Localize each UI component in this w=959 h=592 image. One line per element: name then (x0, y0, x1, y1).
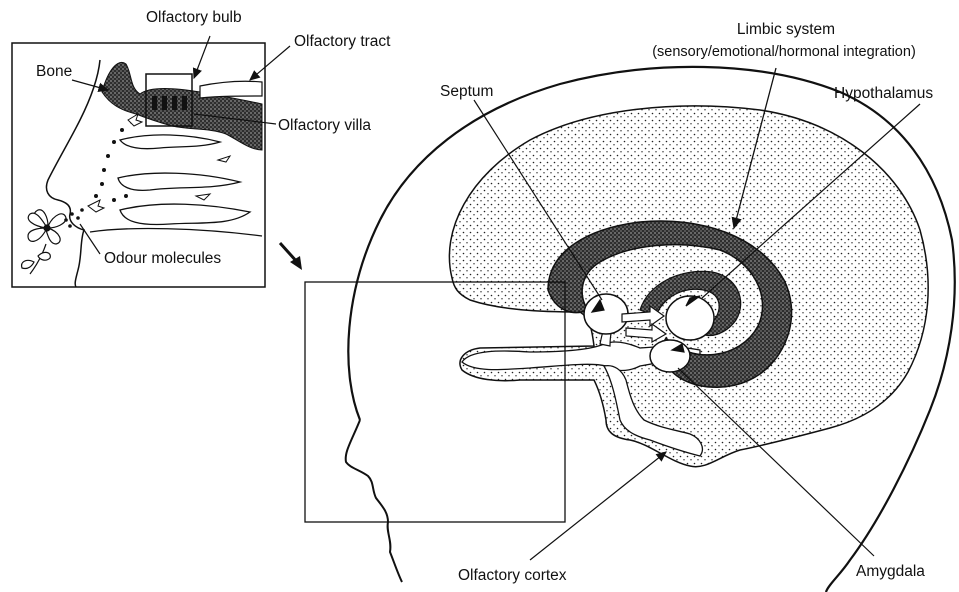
label-olfactory-cortex: Olfactory cortex (458, 567, 567, 584)
label-septum: Septum (440, 83, 493, 100)
label-bone: Bone (36, 63, 72, 80)
head-illustration (305, 67, 955, 592)
zoom-arrow (280, 243, 302, 270)
olfactory-cortex-leader (530, 452, 666, 560)
olfactory-tract-shape (200, 81, 262, 98)
label-amygdala: Amygdala (856, 563, 925, 580)
label-limbic-system: Limbic system (737, 21, 835, 38)
label-olfactory-tract: Olfactory tract (294, 33, 391, 50)
face-profile (346, 420, 402, 582)
zoom-region-box (305, 282, 565, 522)
label-limbic-system-subtitle: (sensory/emotional/hormonal integration) (652, 44, 916, 60)
label-odour-molecules: Odour molecules (104, 250, 221, 267)
label-olfactory-villa: Olfactory villa (278, 117, 371, 134)
amygdala-nucleus (650, 340, 690, 372)
label-olfactory-bulb: Olfactory bulb (146, 9, 242, 26)
label-hypothalamus: Hypothalamus (834, 85, 933, 102)
